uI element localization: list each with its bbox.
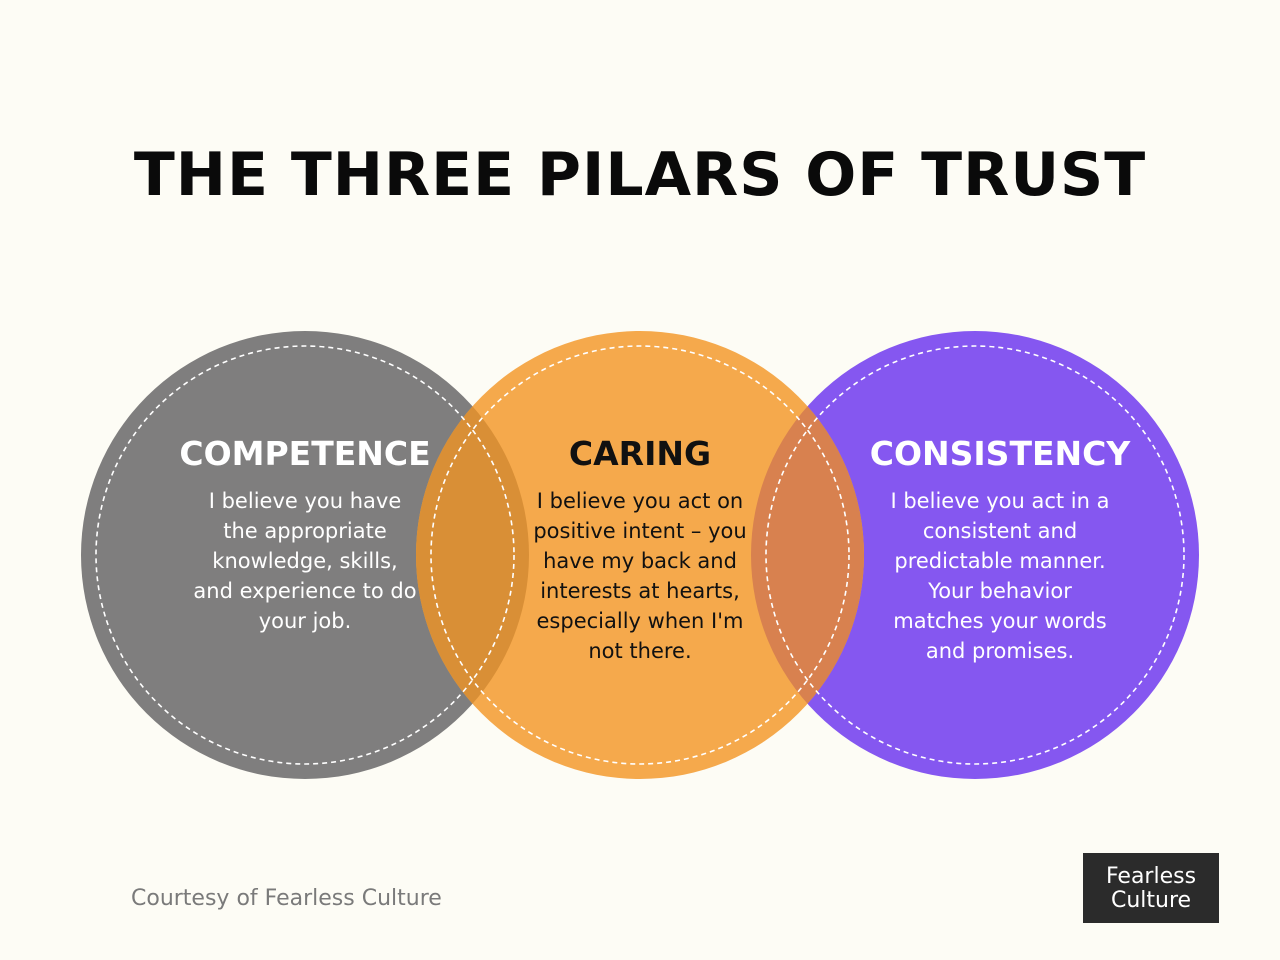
consistency-description: I believe you act in a consistent and pr… xyxy=(890,489,1110,663)
competence-description: I believe you have the appropriate knowl… xyxy=(193,489,417,633)
consistency-circle xyxy=(751,331,1199,779)
caring-dashed-ring xyxy=(430,345,850,765)
consistency-heading: CONSISTENCY xyxy=(869,434,1131,473)
pillar-consistency: CONSISTENCY I believe you act in a consi… xyxy=(850,434,1150,666)
caring-circle xyxy=(416,331,864,779)
diagram-title: THE THREE PILARS OF TRUST xyxy=(133,140,1147,210)
caring-description: I believe you act on positive intent – y… xyxy=(533,489,747,663)
fearless-culture-logo: Fearless Culture xyxy=(1083,853,1219,923)
courtesy-credit: Courtesy of Fearless Culture xyxy=(131,886,442,911)
competence-dashed-ring xyxy=(95,345,515,765)
pillar-competence: COMPETENCE I believe you have the approp… xyxy=(165,434,445,636)
competence-heading: COMPETENCE xyxy=(179,434,431,473)
logo-line-1: Fearless xyxy=(1105,864,1197,889)
pillar-caring: CARING I believe you act on positive int… xyxy=(500,434,780,666)
caring-heading: CARING xyxy=(568,434,712,473)
competence-circle xyxy=(81,331,529,779)
consistency-dashed-ring xyxy=(765,345,1185,765)
logo-line-2: Culture xyxy=(1110,888,1192,913)
